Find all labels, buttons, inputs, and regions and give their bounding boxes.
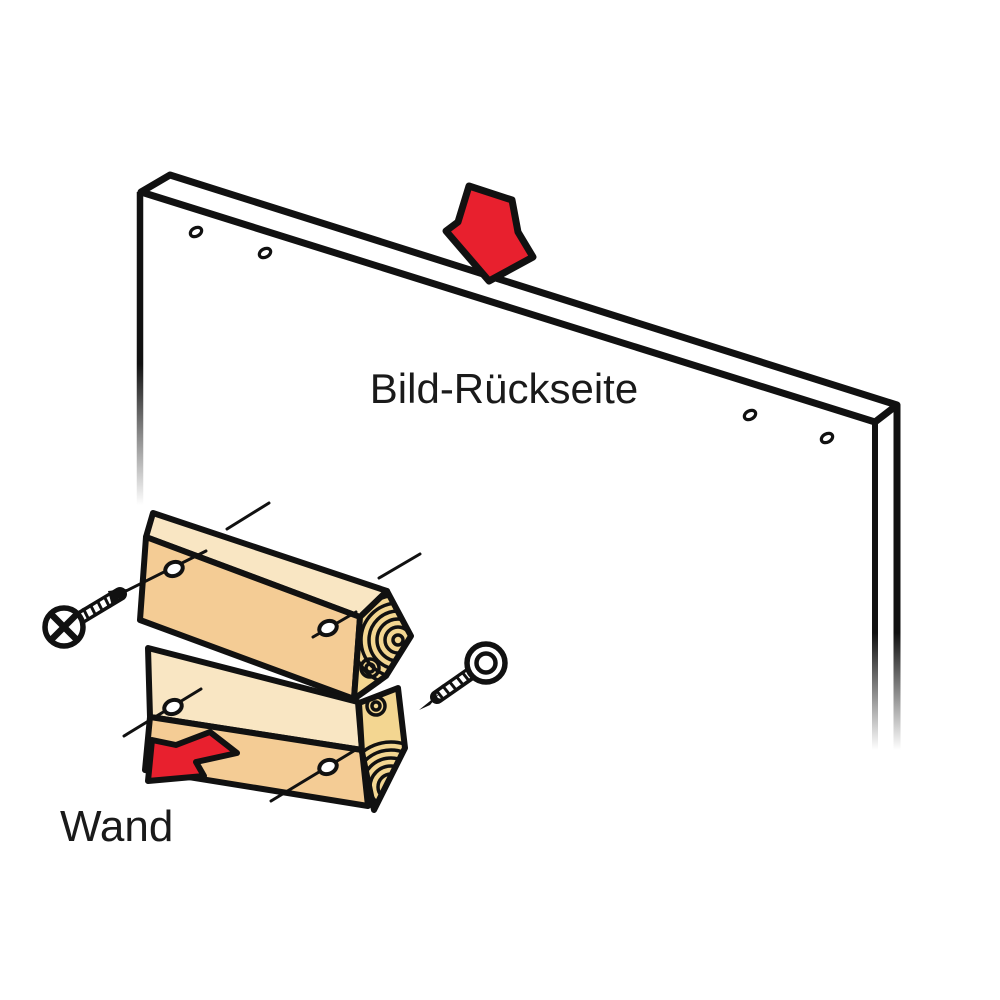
- press-down-arrow-icon: [442, 182, 537, 285]
- wood-screw-right: [419, 641, 508, 710]
- screw-hole: [317, 618, 339, 638]
- toward-wall-arrow-icon: [145, 729, 240, 784]
- picture-back-label: Bild-Rückseite: [370, 365, 638, 412]
- screw-tip: [108, 589, 127, 606]
- screw-head-inner-ring: [474, 651, 498, 675]
- screw-thread: [95, 599, 105, 613]
- wood-screw-left: [42, 587, 127, 649]
- screw-hole: [819, 431, 835, 445]
- phillips-cross-icon: [49, 612, 79, 642]
- screw-hole: [317, 757, 339, 777]
- screw-head: [464, 641, 508, 685]
- down-arrow-shape: [442, 182, 537, 285]
- screw-hole: [742, 408, 758, 422]
- screw-thread: [454, 675, 466, 687]
- screw-hole: [162, 697, 184, 717]
- screw-thread: [447, 680, 459, 692]
- screw-thread: [440, 684, 452, 696]
- wall-label: Wand: [60, 802, 173, 851]
- screw-thread: [460, 671, 472, 683]
- down-left-arrow-shape: [145, 729, 240, 784]
- screw-thread: [102, 595, 112, 609]
- upper-cleat-block: [120, 501, 422, 702]
- screw-axis-line: [225, 501, 271, 531]
- screw-hole: [163, 559, 185, 579]
- screw-thread: [88, 603, 98, 617]
- picture-back-panel: Bild-Rückseite: [136, 171, 901, 750]
- screw-hole: [257, 246, 273, 260]
- screw-axis-line: [377, 552, 422, 580]
- screw-hole: [188, 225, 204, 239]
- screw-thread: [81, 607, 91, 621]
- screw-axis-line: [269, 747, 359, 803]
- panel-screw-holes: [188, 225, 835, 445]
- screw-tip: [419, 693, 440, 710]
- screw-thread: [434, 689, 446, 701]
- screw-axis-line: [122, 687, 203, 738]
